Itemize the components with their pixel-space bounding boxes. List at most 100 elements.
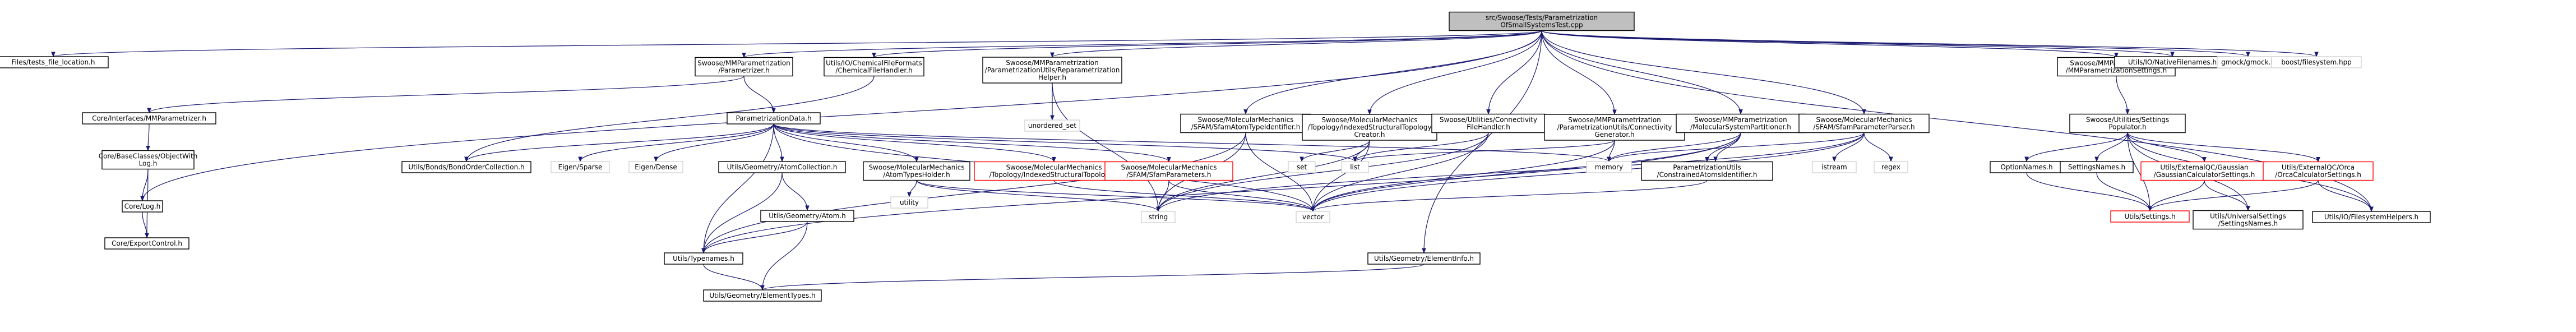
node-box [1676, 113, 1806, 133]
node-label: Populator.h [2108, 123, 2146, 131]
node-elem-types[interactable]: Utils/Geometry/ElementTypes.h [703, 289, 822, 302]
node-label: OptionNames.h [2000, 163, 2052, 171]
edge-conn-handler-to-list [1353, 132, 1489, 162]
node-core-log[interactable]: Core/Log.h [122, 200, 163, 213]
node-native-fn[interactable]: Utils/IO/NativeFilenames.h [2114, 56, 2231, 68]
node-label: string [1149, 213, 1168, 221]
node-option-names[interactable]: OptionNames.h [1990, 161, 2064, 173]
edges-layer [52, 30, 2374, 290]
edge-sfam-atom-type-to-vector [1245, 132, 1315, 212]
node-core-export[interactable]: Core/ExportControl.h [104, 237, 189, 250]
node-files-test-loc[interactable]: Files/tests_file_location.h [0, 56, 109, 68]
edge-param-data-to-typenames [701, 123, 774, 253]
node-core-iface[interactable]: Core/Interfaces/MMParametrizer.h [82, 112, 216, 125]
node-box [1449, 11, 1635, 31]
edge-topo-idx-to-vector [1053, 180, 1315, 212]
edge-root-to-conn-gen [1541, 30, 1617, 115]
node-box [2140, 161, 2268, 181]
edge-core-log-to-core-export [142, 211, 149, 238]
node-label: /SFAM/SfamParameters.h [1126, 171, 1211, 179]
node-label: Utils/Typenames.h [673, 255, 734, 262]
node-label: Swoose/MolecularMechanics [1006, 164, 1102, 172]
node-elem-info[interactable]: Utils/Geometry/ElementInfo.h [1367, 252, 1481, 265]
node-label: list [1350, 163, 1360, 171]
edge-root-to-sfam-atom-type [1243, 30, 1542, 115]
edge-conn-handler-to-vector [1311, 132, 1489, 212]
node-label: /OrcaCalculatorSettings.h [2275, 171, 2361, 179]
edge-geo-atom-to-typenames [701, 221, 808, 253]
edge-settings-populator-to-settings-names [2094, 132, 2128, 162]
node-sys-partitioner[interactable]: Swoose/MMParametrization/MolecularSystem… [1676, 113, 1806, 133]
node-chem-file[interactable]: Utils/IO/ChemicalFileFormats/ChemicalFil… [824, 57, 924, 77]
node-box [760, 210, 854, 222]
node-label: unordered_set [1028, 122, 1077, 130]
node-box [703, 289, 822, 302]
node-label: gmock/gmock.h [2221, 58, 2275, 66]
edge-constrained-atoms-to-vector [1311, 179, 1708, 212]
node-label: /ParametrizationUtils/Connectivity [1557, 123, 1672, 131]
edge-root-to-sys-partitioner [1541, 30, 1743, 115]
node-typenames[interactable]: Utils/Typenames.h [664, 252, 743, 265]
edge-sfam-params-to-vector [1168, 180, 1315, 212]
node-label: FileHandler.h [1467, 123, 1510, 131]
node-box [401, 161, 531, 173]
node-label: /MMParametrizationSettings.h [2066, 67, 2167, 75]
node-label: Swoose/Utilities/Settings [2086, 116, 2169, 124]
node-label: Log.h [139, 160, 158, 168]
node-sfam-parser[interactable]: Swoose/MolecularMechanics/SFAM/SfamParam… [1798, 113, 1930, 133]
node-utils-settings[interactable]: Utils/Settings.h [2110, 210, 2190, 223]
node-settings-names[interactable]: SettingsNames.h [2060, 161, 2134, 173]
node-label: Files/tests_file_location.h [12, 58, 95, 66]
edge-sys-partitioner-to-memory [1607, 132, 1741, 162]
nodes-layer: src/Swoose/Tests/ParametrizationOfSmallS… [0, 11, 2431, 302]
node-label: /GaussianCalculatorSettings.h [2154, 171, 2255, 179]
node-box [1367, 252, 1481, 265]
node-utility: utility [890, 196, 928, 209]
node-box [628, 161, 683, 173]
node-label: Core/Log.h [124, 202, 161, 210]
node-label: utility [900, 199, 919, 206]
edge-topo-creator-to-string [1156, 140, 1370, 212]
node-label: Utils/ExternalQC/Gaussian [2160, 164, 2248, 172]
node-constrained-atoms[interactable]: ParametrizationUtils/ConstrainedAtomsIde… [1641, 161, 1773, 181]
node-sfam-atom-type[interactable]: Swoose/MolecularMechanics/SFAM/SfamAtomT… [1180, 113, 1311, 133]
node-label: regex [1881, 163, 1900, 171]
edge-param-data-to-eigen-dense [654, 123, 774, 162]
node-bond-order[interactable]: Utils/Bonds/BondOrderCollection.h [401, 161, 531, 173]
node-mm-param[interactable]: Swoose/MMParametrization/Parametrizer.h [695, 57, 793, 77]
node-atom-types-holder[interactable]: Swoose/MolecularMechanics/AtomTypesHolde… [863, 161, 970, 181]
node-root[interactable]: src/Swoose/Tests/ParametrizationOfSmallS… [1449, 11, 1635, 31]
node-label: vector [1302, 213, 1324, 221]
node-atom-coll[interactable]: Utils/Geometry/AtomCollection.h [718, 161, 846, 173]
node-reparam-helper[interactable]: Swoose/MMParametrization/Parametrization… [982, 57, 1122, 84]
node-fs-helpers[interactable]: Utils/IO/FilesystemHelpers.h [2312, 211, 2431, 223]
node-label: Swoose/MolecularMechanics [1197, 116, 1293, 124]
node-conn-handler[interactable]: Swoose/Utilities/ConnectivityFileHandler… [1431, 113, 1546, 133]
node-box [2193, 210, 2304, 230]
edge-orca-calc-to-utils-settings [2148, 180, 2319, 211]
node-set: set [1288, 161, 1316, 173]
edge-mm-settings-to-settings-populator [2116, 76, 2130, 115]
node-param-data[interactable]: ParametrizationData.h [727, 112, 821, 125]
node-string: string [1141, 211, 1176, 223]
node-box [2060, 161, 2134, 173]
node-box [2110, 210, 2190, 223]
edge-param-data-to-topo-idx [773, 123, 1056, 163]
node-geo-atom[interactable]: Utils/Geometry/Atom.h [760, 210, 854, 222]
node-gaussian-calc[interactable]: Utils/ExternalQC/Gaussian/GaussianCalcul… [2140, 161, 2268, 181]
edge-mm-param-to-core-iface [147, 75, 744, 113]
node-univ-settings[interactable]: Utils/UniversalSettings/SettingsNames.h [2193, 210, 2304, 230]
node-topo-creator[interactable]: Swoose/MolecularMechanics/Topology/Index… [1302, 114, 1437, 141]
node-conn-gen[interactable]: Swoose/MMParametrization/Parametrization… [1544, 114, 1685, 141]
node-label: /SFAM/SfamParameterParser.h [1813, 123, 1914, 131]
edge-settings-populator-to-utils-settings [2127, 132, 2152, 211]
node-box [551, 161, 610, 173]
edge-settings-populator-to-orca-calc [2127, 132, 2320, 163]
node-sfam-params[interactable]: Swoose/MolecularMechanics/SFAM/SfamParam… [1104, 161, 1233, 181]
node-orca-calc[interactable]: Utils/ExternalQC/Orca/OrcaCalculatorSett… [2263, 161, 2374, 181]
node-box [1544, 114, 1685, 141]
edge-sfam-parser-to-memory [1607, 132, 1865, 162]
